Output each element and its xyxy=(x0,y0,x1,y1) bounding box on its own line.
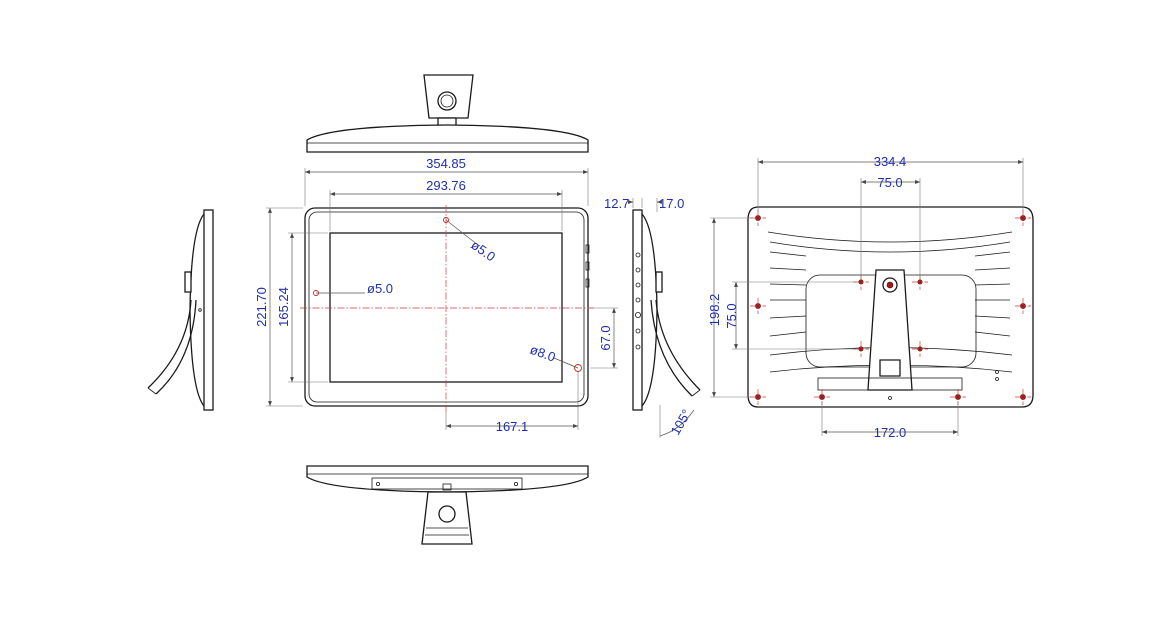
dim-back-bottom-spacing: 172.0 xyxy=(874,425,907,440)
dim-front-height: 221.70 xyxy=(254,287,269,327)
left-side-view xyxy=(147,209,214,411)
back-view xyxy=(710,158,1034,436)
dim-front-width: 354.85 xyxy=(426,156,466,171)
dim-side-t2: 17.0 xyxy=(659,196,684,211)
back-mounting-holes xyxy=(750,210,1031,405)
dim-side-t1: 12.7 xyxy=(604,196,629,211)
dim-right-offset: 67.0 xyxy=(598,325,613,350)
dim-screen-height: 165.24 xyxy=(276,287,291,327)
dim-bottom-offset: 167.1 xyxy=(496,419,529,434)
dim-back-vesa-width: 75.0 xyxy=(877,175,902,190)
dim-back-width: 334.4 xyxy=(874,154,907,169)
bottom-view xyxy=(306,465,589,545)
front-view xyxy=(266,168,618,430)
right-side-view xyxy=(628,198,701,438)
dim-back-height: 198.2 xyxy=(707,294,722,327)
dim-back-vesa-height: 75.0 xyxy=(724,303,739,328)
top-view xyxy=(306,74,589,153)
dim-screen-width: 293.76 xyxy=(426,178,466,193)
dim-tilt-angle: 105° xyxy=(668,407,694,438)
dim-hole-left: ø5.0 xyxy=(367,281,393,296)
